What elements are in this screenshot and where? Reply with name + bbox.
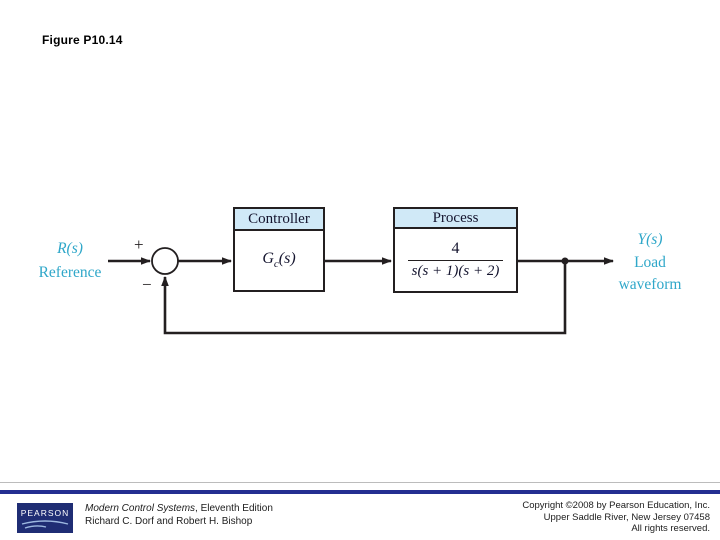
pearson-swoosh-icon xyxy=(21,520,69,529)
controller-header: Controller xyxy=(235,209,323,231)
summing-junction-circle xyxy=(151,247,179,275)
figure-title: Figure P10.14 xyxy=(42,33,123,47)
copyright-line-1: Copyright ©2008 by Pearson Education, In… xyxy=(522,500,710,511)
pearson-logo-text: PEARSON xyxy=(20,508,70,518)
book-edition: , Eleventh Edition xyxy=(195,503,273,514)
output-text-line2: waveform xyxy=(618,276,682,293)
controller-block: Controller Gc(s) xyxy=(233,207,325,292)
pearson-logo: PEARSON xyxy=(17,503,73,533)
footer-divider-navy xyxy=(0,490,720,494)
copyright-line-3: All rights reserved. xyxy=(631,523,710,534)
feedback-path xyxy=(161,261,567,335)
reference-symbol: R(s) xyxy=(57,240,83,257)
tf-symbol: G xyxy=(262,250,274,268)
tf-denominator: s(s + 1)(s + 2) xyxy=(407,260,504,279)
sum-minus-sign: − xyxy=(142,275,152,294)
reference-text: Reference xyxy=(38,264,102,281)
tf-numerator: 4 xyxy=(451,240,460,257)
copyright-line-2: Upper Saddle River, New Jersey 07458 xyxy=(543,511,710,523)
book-authors: Richard C. Dorf and Robert H. Bishop xyxy=(85,515,253,527)
book-title-line: Modern Control Systems, Eleventh Edition xyxy=(85,503,273,516)
tf-argument: (s) xyxy=(278,250,296,268)
controller-body: Gc(s) xyxy=(235,231,323,290)
process-block: Process 4 s(s + 1)(s + 2) xyxy=(393,207,518,293)
process-transfer-function: 4 s(s + 1)(s + 2) xyxy=(407,240,504,279)
output-label: Y(s) Load waveform xyxy=(600,229,700,297)
process-header: Process xyxy=(395,209,516,229)
process-body: 4 s(s + 1)(s + 2) xyxy=(395,229,516,291)
book-info: Modern Control Systems, Eleventh Edition… xyxy=(85,503,273,528)
reference-label: R(s) Reference xyxy=(22,237,118,285)
output-symbol: Y(s) xyxy=(637,231,663,248)
sum-plus-sign: + xyxy=(134,235,144,254)
output-text-line1: Load xyxy=(634,253,666,271)
copyright-block: Copyright ©2008 by Pearson Education, In… xyxy=(522,500,710,535)
book-title: Modern Control Systems xyxy=(85,503,196,514)
tf-subscript: c xyxy=(273,258,279,271)
footer-divider-thin xyxy=(0,482,720,483)
controller-transfer-function: Gc(s) xyxy=(262,250,295,270)
